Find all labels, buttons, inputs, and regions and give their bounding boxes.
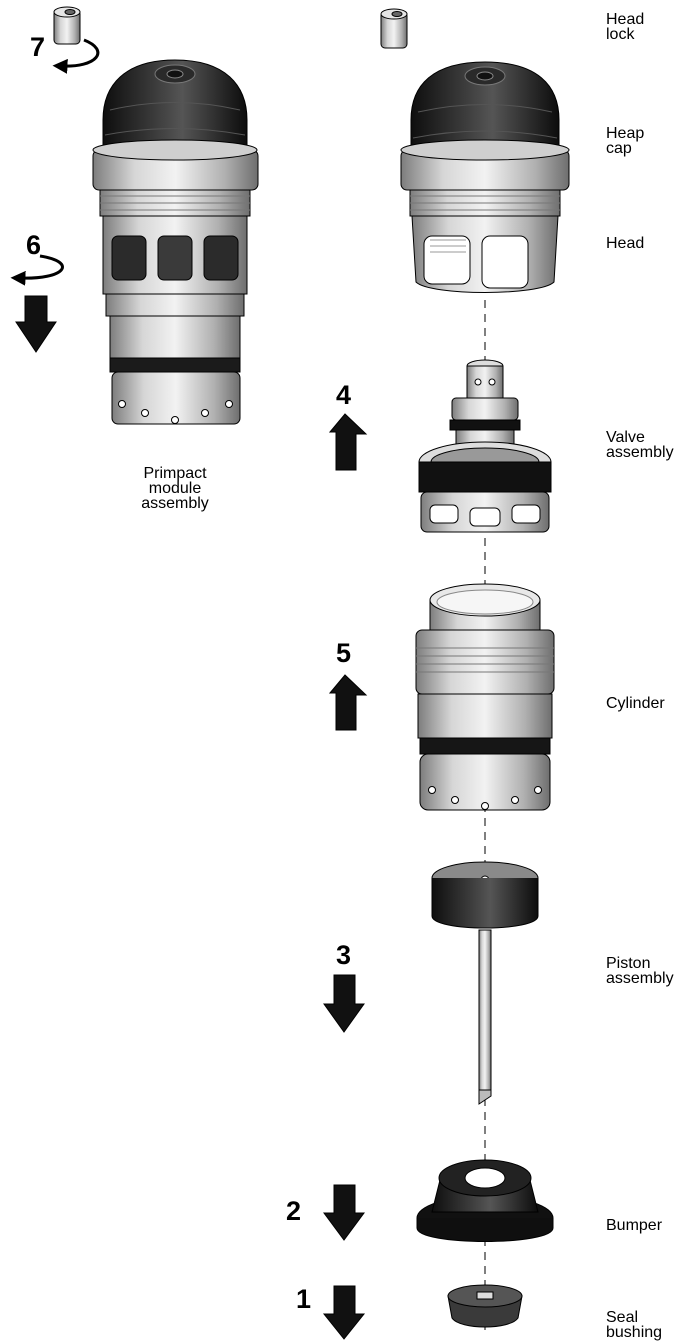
module-head-cap: [102, 59, 248, 161]
label-piston-assembly: Piston assembly: [606, 955, 674, 987]
part-head: [400, 139, 570, 293]
part-cylinder: [415, 583, 555, 811]
part-valve-assembly: [418, 359, 552, 533]
label-valve-assembly: Valve assembly: [606, 429, 674, 461]
down-arrow-step-6: [15, 295, 57, 353]
label-bumper: Bumper: [606, 1217, 663, 1234]
up-arrow-step-4: [328, 413, 368, 471]
part-head-lock: [380, 8, 408, 49]
module-assembly-caption: Primpact module assembly: [141, 465, 209, 512]
step-number-3: 3: [336, 940, 352, 970]
label-head-lock: Head lock: [606, 11, 645, 43]
step-number-6: 6: [26, 230, 42, 260]
step-number-5: 5: [336, 638, 352, 668]
label-heap-cap: Heap cap: [606, 125, 645, 157]
down-arrow-step-2: [323, 1184, 365, 1241]
step-number-1: 1: [296, 1284, 312, 1314]
down-arrow-step-3: [323, 974, 365, 1033]
part-piston-assembly: [431, 861, 539, 1105]
down-arrow-step-1: [322, 1285, 366, 1340]
part-heap-cap: [410, 61, 560, 161]
label-head: Head: [606, 235, 645, 252]
module-head-lock: [53, 6, 81, 45]
label-cylinder: Cylinder: [606, 695, 665, 712]
part-bumper: [416, 1159, 554, 1242]
module-assembly: [53, 6, 259, 425]
part-seal-bushing: [447, 1284, 523, 1328]
up-arrow-step-5: [328, 674, 368, 731]
step-number-4: 4: [336, 380, 352, 410]
label-seal-bushing: Seal bushing: [606, 1309, 663, 1341]
step-number-7: 7: [30, 32, 46, 62]
rotate-arrow-step-6: [10, 254, 64, 286]
step-number-2: 2: [286, 1196, 302, 1226]
rotate-arrow-step-7: [52, 38, 100, 74]
